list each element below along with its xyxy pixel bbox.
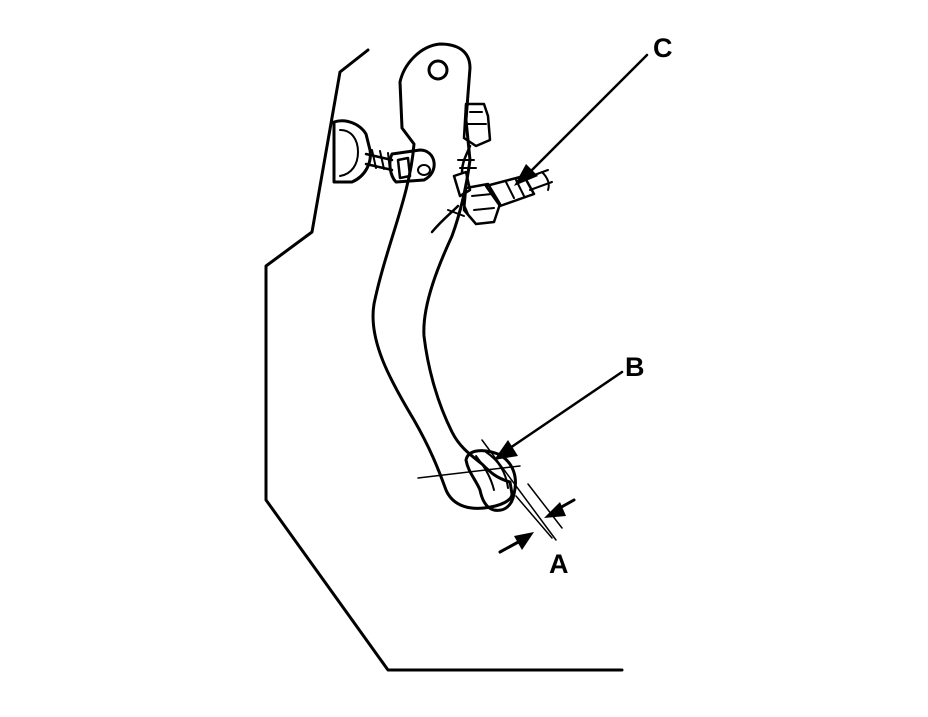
arrow-a-upper [544,502,566,518]
callout-label-c: C [653,33,673,63]
brake-booster [332,119,372,184]
arrow-a-lower [514,532,534,550]
pedal-pad [417,439,557,541]
brake-pedal-arm [371,42,514,510]
firewall-outline [264,48,624,672]
clevis-pin-hole [417,164,431,176]
brake-light-switch [430,102,553,234]
pad-face-line [481,439,557,541]
leader-b [494,370,624,460]
pivot-bolt-hole [427,59,449,81]
leader-c [514,53,649,186]
dimension-a [498,483,576,554]
pushrod-clevis [364,148,436,184]
callout-label-b: B [625,352,645,382]
callout-label-a: A [549,549,569,579]
